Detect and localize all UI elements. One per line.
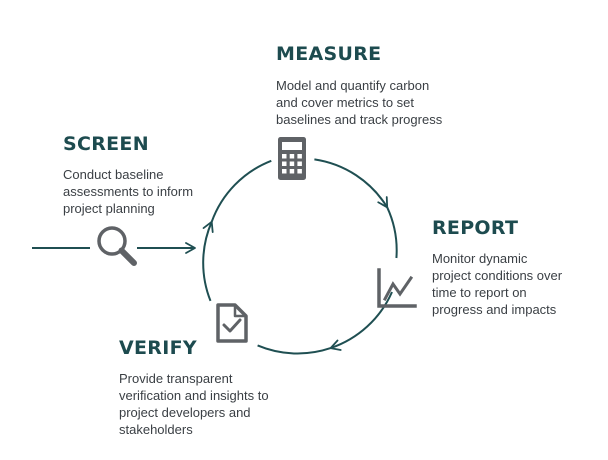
document-check-icon	[216, 303, 248, 343]
report-title: REPORT	[432, 217, 519, 239]
cycle-arc-report-segment	[386, 206, 398, 259]
cycle-arc-report-to-verify	[329, 291, 393, 351]
measure-description: Model and quantify carbon and cover metr…	[276, 78, 443, 127]
cycle-arc-verify-segment	[257, 344, 331, 355]
measure-title: MEASURE	[276, 43, 382, 65]
report-description: Monitor dynamic project conditions over …	[432, 251, 563, 317]
screen-description: Conduct baseline assessments to inform p…	[63, 167, 194, 216]
cycle-arc-verify-to-screen	[202, 220, 214, 302]
verify-title: VERIFY	[119, 337, 197, 359]
magnifier-icon	[97, 226, 137, 266]
cycle-arc-measure-to-report	[314, 158, 389, 209]
cycle-ring	[202, 158, 398, 355]
screen-title: SCREEN	[63, 133, 149, 155]
calculator-icon	[278, 137, 306, 180]
line-chart-icon	[377, 268, 417, 308]
cycle-arc-screen-to-measure	[210, 159, 272, 223]
verify-description: Provide transparent verification and ins…	[119, 371, 269, 437]
